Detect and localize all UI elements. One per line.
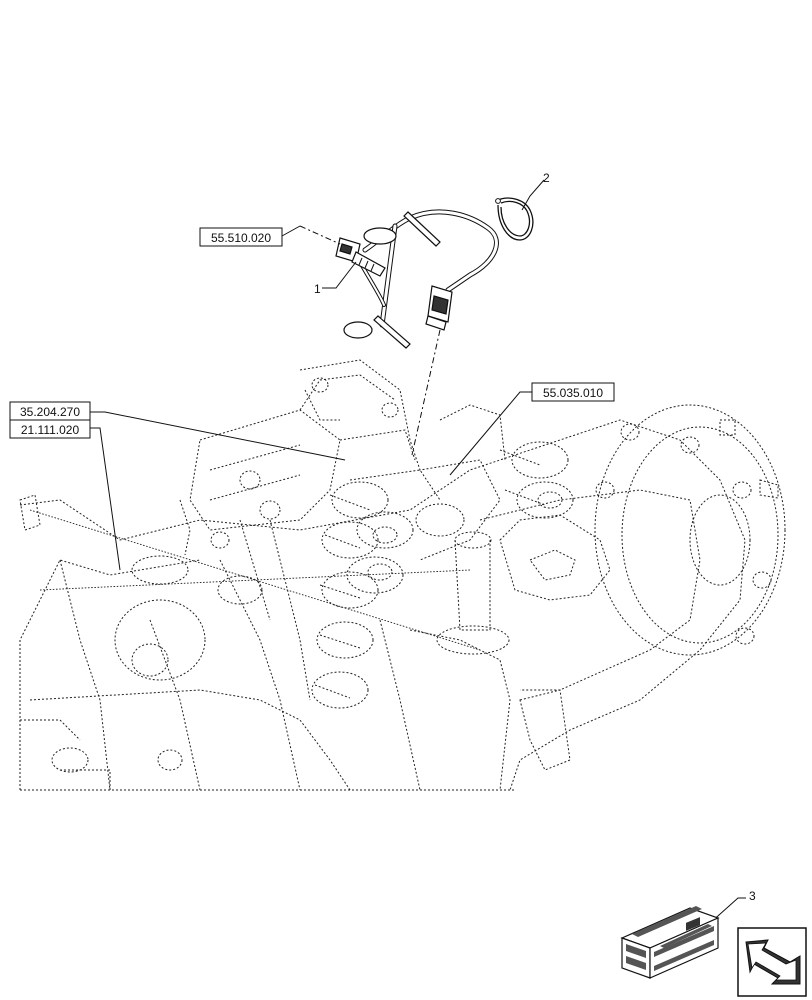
reference-label: 55.510.020 [211,231,271,245]
reference-box-35-204-270[interactable]: 35.204.270 [9,401,91,421]
callout-number-3: 3 [749,889,756,903]
tractor-rear-housing-phantom [19,404,786,791]
wiring-harness-item-1 [335,209,499,349]
remote-valve-block-phantom [179,359,506,701]
callout-number-2: 2 [543,171,550,185]
reference-box-21-111-020[interactable]: 21.111.020 [9,419,91,439]
hydraulic-couplers-phantom [311,441,574,709]
reference-box-55-035-010[interactable]: 55.035.010 [531,382,615,402]
reference-label: 35.204.270 [20,405,80,419]
reference-label: 21.111.020 [21,423,80,437]
callout-number-1: 1 [314,282,321,296]
navigation-arrow-icon[interactable] [737,927,807,997]
kit-box-icon [620,906,720,979]
reference-label: 55.035.010 [543,386,603,400]
leader-lines [90,179,746,933]
reference-box-55-510-020[interactable]: 55.510.020 [199,227,283,247]
cable-tie-item-2 [495,197,534,241]
